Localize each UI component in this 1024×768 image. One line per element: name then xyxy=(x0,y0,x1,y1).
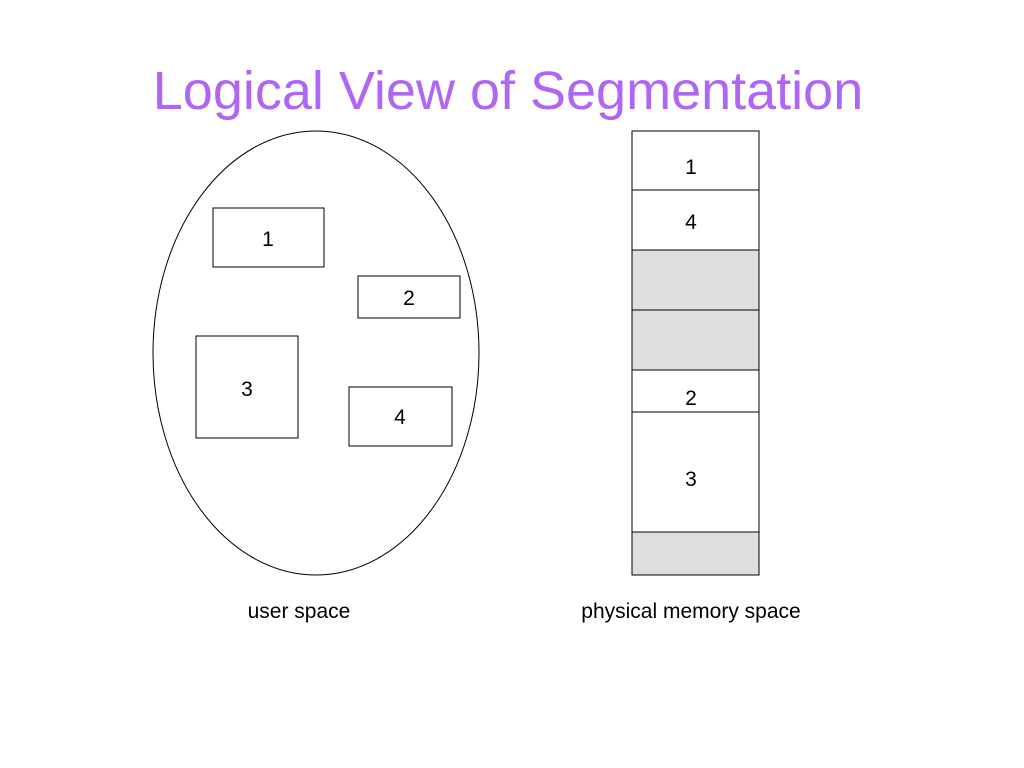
user-segment-3: 3 xyxy=(195,335,299,439)
memory-block-5-box xyxy=(631,369,760,413)
user-segment-1: 1 xyxy=(212,207,325,268)
memory-block-free-2-box xyxy=(631,309,760,371)
user-segment-2: 2 xyxy=(357,275,461,319)
memory-block-5-label: 2 xyxy=(685,387,697,410)
memory-block-2-label: 4 xyxy=(685,211,697,234)
physical-memory-caption: physical memory space xyxy=(581,600,800,623)
memory-block-1-label: 1 xyxy=(685,156,697,179)
user-segment-2-box xyxy=(357,275,461,319)
user-segment-1-label: 1 xyxy=(262,228,274,251)
user-segment-3-box xyxy=(195,335,299,439)
memory-block-free-2 xyxy=(631,309,760,371)
user-segment-2-label: 2 xyxy=(403,287,415,310)
memory-block-6: 3 xyxy=(631,411,760,533)
physical-memory: 1 4 2 3 physical m xyxy=(581,130,801,623)
user-segment-1-box xyxy=(212,207,325,268)
user-segment-3-label: 3 xyxy=(241,378,253,401)
memory-block-free-1 xyxy=(631,249,760,311)
user-space-ellipse xyxy=(152,130,480,576)
user-space: 1 2 3 4 user space xyxy=(152,130,480,623)
memory-block-5: 2 xyxy=(631,369,760,413)
memory-block-free-3-box xyxy=(631,531,760,576)
memory-block-free-1-box xyxy=(631,249,760,311)
user-segment-4-box xyxy=(348,386,453,447)
user-segment-4-label: 4 xyxy=(394,406,406,429)
memory-block-free-3 xyxy=(631,531,760,576)
memory-block-2: 4 xyxy=(631,189,760,251)
user-space-caption: user space xyxy=(248,600,351,623)
memory-block-1-box xyxy=(631,130,760,191)
memory-block-1: 1 xyxy=(631,130,760,191)
page-title: Logical View of Segmentation xyxy=(152,61,864,121)
memory-block-6-label: 3 xyxy=(685,468,697,491)
user-segment-4: 4 xyxy=(348,386,453,447)
